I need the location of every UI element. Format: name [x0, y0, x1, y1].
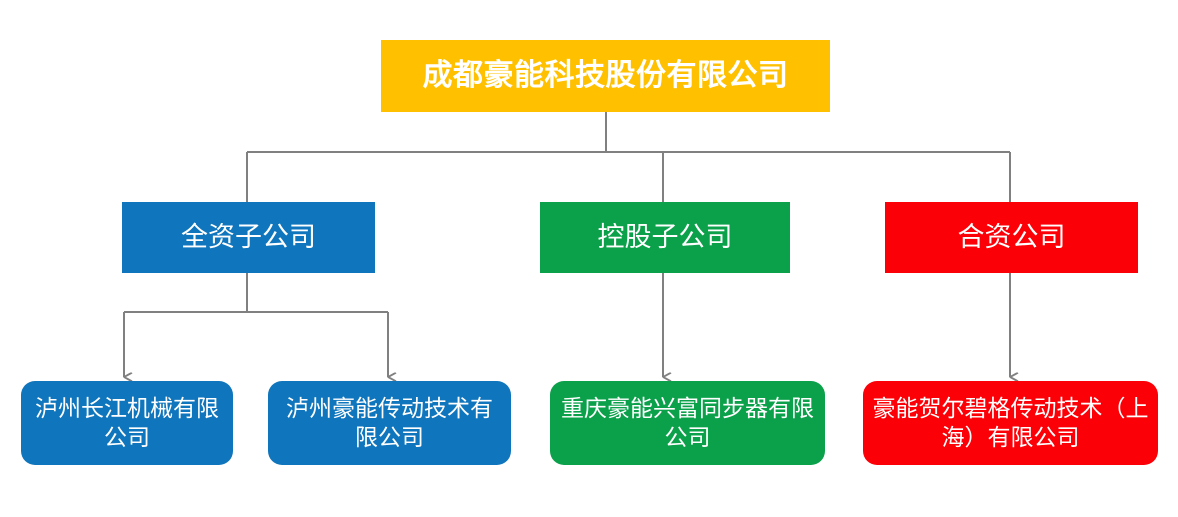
node-subsidiary-chongqing-xingfu[interactable]: 重庆豪能兴富同步器有限公司	[550, 381, 825, 465]
node-category-wholly-owned[interactable]: 全资子公司	[122, 202, 375, 273]
node-category-wholly-owned-label: 全资子公司	[181, 222, 316, 253]
node-category-joint-venture-label: 合资公司	[957, 222, 1066, 253]
node-subsidiary-chongqing-xingfu-label: 重庆豪能兴富同步器有限公司	[561, 395, 814, 450]
node-category-holding-label: 控股子公司	[597, 222, 733, 253]
node-root-company[interactable]: 成都豪能科技股份有限公司	[381, 40, 830, 112]
node-subsidiary-luzhou-haoneng-label: 泸州豪能传动技术有限公司	[286, 395, 493, 450]
node-subsidiary-haoneng-hoerbiger[interactable]: 豪能贺尔碧格传动技术（上海）有限公司	[863, 381, 1158, 465]
node-category-joint-venture[interactable]: 合资公司	[885, 202, 1138, 273]
node-root-company-label: 成都豪能科技股份有限公司	[422, 59, 789, 93]
node-category-holding[interactable]: 控股子公司	[540, 202, 790, 273]
node-subsidiary-luzhou-changjiang-label: 泸州长江机械有限公司	[35, 395, 219, 450]
node-subsidiary-luzhou-haoneng[interactable]: 泸州豪能传动技术有限公司	[268, 381, 511, 465]
node-subsidiary-luzhou-changjiang[interactable]: 泸州长江机械有限公司	[21, 381, 233, 465]
node-subsidiary-haoneng-hoerbiger-label: 豪能贺尔碧格传动技术（上海）有限公司	[872, 395, 1149, 450]
